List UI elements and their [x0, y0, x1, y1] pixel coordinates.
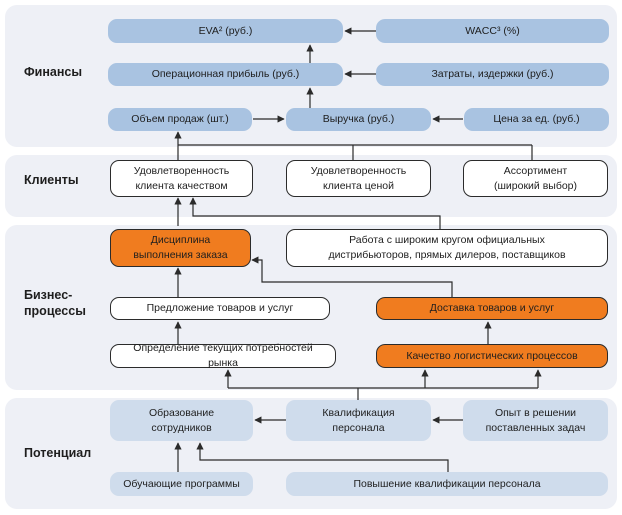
- node-wacc: WACC³ (%): [376, 19, 609, 43]
- node-assortment: Ассортимент (широкий выбор): [463, 160, 608, 197]
- band-label-clients: Клиенты: [24, 173, 79, 187]
- node-delivery: Доставка товаров и услуг: [376, 297, 608, 320]
- node-logistics-quality: Качество логистических процессов: [376, 344, 608, 368]
- node-unit-price: Цена за ед. (руб.): [464, 108, 609, 131]
- band-label-finance: Финансы: [24, 65, 83, 79]
- node-operating-profit: Операционная прибыль (руб.): [108, 63, 343, 86]
- node-upskilling: Повышение квалификации персонала: [286, 472, 608, 496]
- node-eva: EVA² (руб.): [108, 19, 343, 43]
- arrow-delivery-to-discipline: [251, 256, 453, 297]
- node-training-programs: Обучающие программы: [110, 472, 253, 496]
- node-price-satisfaction: Удовлетворенность клиента ценой: [286, 160, 431, 197]
- node-education: Образование сотрудников: [110, 400, 253, 441]
- node-experience: Опыт в решении поставленных задач: [463, 400, 608, 441]
- line-clients-to-finance: [177, 144, 533, 160]
- node-qualification: Квалификация персонала: [286, 400, 431, 441]
- node-market-needs: Определение текущих потребностей рынка: [110, 342, 336, 369]
- arrow-upskilling-to-education: [196, 442, 449, 472]
- node-distributors: Работа с широким кругом официальных дист…: [286, 229, 608, 267]
- band-label-potential: Потенциал: [24, 446, 92, 460]
- node-costs: Затраты, издержки (руб.): [376, 63, 609, 86]
- band-label-business: Бизнес- процессы: [24, 288, 86, 318]
- arrow-distributors-to-quality: [189, 197, 441, 229]
- node-offer: Предложение товаров и услуг: [110, 297, 330, 320]
- node-sales-volume: Объем продаж (шт.): [108, 108, 252, 131]
- node-order-discipline: Дисциплина выполнения заказа: [110, 229, 251, 267]
- node-revenue: Выручка (руб.): [286, 108, 431, 131]
- node-quality-satisfaction: Удовлетворенность клиента качеством: [110, 160, 253, 197]
- line-qualification-to-business: [228, 387, 538, 400]
